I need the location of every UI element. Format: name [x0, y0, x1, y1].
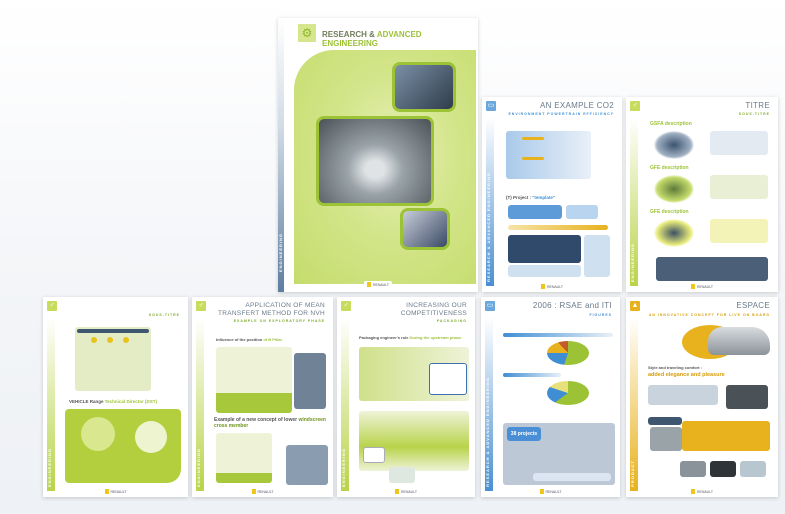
bubble-chart — [654, 219, 694, 247]
spectrum-panel — [294, 353, 326, 409]
section-icon: ♂ — [341, 301, 351, 311]
side-strip — [196, 317, 204, 491]
section-icon: ▭ — [485, 301, 495, 311]
pie-chart — [547, 341, 589, 365]
page-title: ESPACE — [736, 301, 770, 310]
projects-count: 38 projects — [507, 427, 541, 441]
bubble-chart — [654, 175, 694, 203]
timeline — [508, 225, 608, 230]
renault-logo: RENAULT — [687, 283, 717, 290]
side-strip — [485, 317, 493, 491]
figure-bar — [503, 333, 613, 337]
page-subtitle: SOUS-TITRE — [148, 313, 180, 317]
process-diagram — [506, 131, 591, 179]
section-heading: Example of a new concept of lower windsc… — [214, 417, 326, 429]
car-test-photo — [316, 116, 434, 206]
section-heading: (T) Project : "template" — [506, 195, 556, 200]
side-label: RESEARCH & ADVANCED ENGINEERING — [485, 377, 490, 487]
section-icon: ▭ — [486, 101, 496, 111]
section-icon: ♂ — [196, 301, 206, 311]
gears-icon: ⚙ — [298, 24, 316, 42]
section-heading: Packaging engineer's role During the ups… — [359, 335, 462, 340]
page-subtitle: EXAMPLE ON EXPLORATORY PHASE — [233, 319, 325, 323]
page-title: 2006 : RSAE and ITI — [532, 301, 612, 310]
page-co2-example: RESEARCH & ADVANCED ENGINEERING ▭ AN EXA… — [482, 97, 622, 292]
side-strip — [630, 317, 638, 491]
side-label: RESEARCH & ADVANCED ENGINEERING — [486, 172, 491, 282]
cover-side-strip — [278, 18, 284, 292]
renault-logo: RENAULT — [687, 488, 717, 495]
page-subtitle: FIGURES — [589, 313, 612, 317]
item-heading: GFE description — [650, 209, 689, 215]
page-subtitle: PACKAGING — [436, 319, 467, 323]
page-subtitle: AN INNOVATIVE CONCEPT FOR LIVE ON BOARD — [648, 313, 770, 317]
bubble-chart — [654, 131, 694, 159]
org-diagram — [75, 327, 151, 391]
features-box — [682, 421, 770, 451]
item-heading: GFE description — [650, 165, 689, 171]
nvh-graph — [216, 433, 272, 483]
side-strip — [486, 117, 494, 286]
espace-car-image — [708, 327, 770, 355]
page-title: INCREASING OUR COMPETITIVENESS — [400, 302, 467, 317]
section-tab — [648, 417, 682, 425]
renault-logo: RENAULT — [248, 488, 277, 495]
page-title: TITRE — [745, 101, 770, 110]
side-strip — [47, 317, 55, 491]
summary-box — [656, 257, 768, 281]
renault-logo: RENAULT — [391, 488, 421, 495]
cover-page: ENGINEERING ⚙ RESEARCH & ADVANCED ENGINE… — [278, 18, 478, 292]
section-icon: ♂ — [630, 101, 640, 111]
side-strip — [341, 317, 349, 491]
info-box — [648, 385, 718, 405]
side-label: ENGINEERING — [196, 447, 201, 487]
team-photo — [400, 208, 450, 250]
renault-logo: RENAULT — [536, 488, 565, 495]
page-titre: ENGINEERING ♂ TITRE SOUS-TITRE GSFA desc… — [626, 97, 778, 292]
section-icon: ▲ — [630, 301, 640, 311]
renault-logo: RENAULT — [363, 281, 393, 288]
page-competitiveness: ENGINEERING ♂ INCREASING OUR COMPETITIVE… — [337, 297, 475, 497]
section-highlight: added elegance and pleasure — [648, 372, 725, 378]
page-dst: ENGINEERING ♂ SOUS-TITRE VEHICLE Range T… — [43, 297, 188, 497]
pie-chart — [547, 381, 589, 405]
section-heading: Influence of the position of B Pillar — [216, 337, 283, 342]
cover-title: RESEARCH & ADVANCED ENGINEERING — [322, 30, 422, 48]
spectrum-panel — [286, 445, 328, 485]
side-label: PRODUCT — [630, 460, 635, 487]
side-strip — [630, 117, 638, 286]
side-label: ENGINEERING — [341, 447, 346, 487]
nvh-graph — [216, 347, 292, 413]
page-title: APPLICATION OF MEAN TRANSFERT METHOD FOR… — [218, 302, 325, 317]
renault-logo: RENAULT — [101, 488, 130, 495]
cover-side-label: ENGINEERING — [278, 232, 283, 272]
renault-logo: RENAULT — [537, 283, 567, 290]
figure-bar — [503, 373, 561, 377]
page-subtitle: SOUS-TITRE — [738, 112, 770, 116]
page-figures-2006: RESEARCH & ADVANCED ENGINEERING ▭ 2006 :… — [481, 297, 620, 497]
info-box — [508, 205, 562, 219]
item-heading: GSFA description — [650, 121, 692, 127]
engineer-photo — [392, 62, 456, 112]
page-subtitle: ENVIRONMENT POWERTRAIN EFFICIENCY — [508, 112, 614, 116]
data-table — [508, 235, 581, 263]
section-heading: Style and traveling comfort : — [648, 365, 703, 370]
page-espace: PRODUCT ▲ ESPACE AN INNOVATIVE CONCEPT F… — [626, 297, 778, 497]
page-title: AN EXAMPLE CO2 — [539, 101, 614, 110]
side-label: ENGINEERING — [630, 242, 635, 282]
section-heading: VEHICLE Range Technical Director (DST) — [69, 399, 157, 404]
side-label: ENGINEERING — [47, 447, 52, 487]
section-icon: ♂ — [47, 301, 57, 311]
page-nvh: ENGINEERING ♂ APPLICATION OF MEAN TRANSF… — [192, 297, 333, 497]
